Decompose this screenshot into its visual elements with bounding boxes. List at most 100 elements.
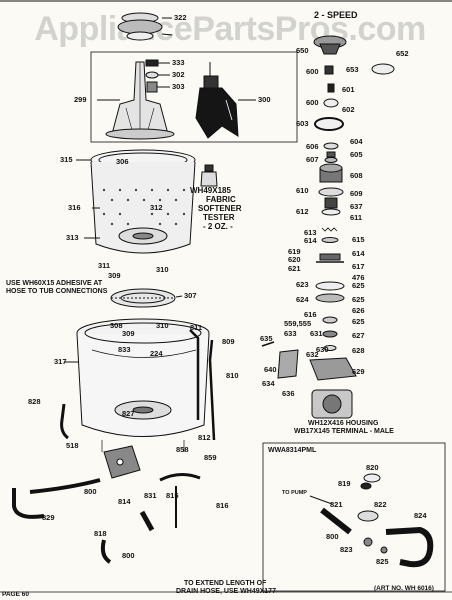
part-label: 824 — [414, 511, 427, 520]
page-number: PAGE 60 — [2, 591, 29, 598]
drain-note-1: TO EXTEND LENGTH OF — [184, 580, 267, 587]
tester-line-1: FABRIC — [206, 195, 236, 204]
part-label: 833 — [118, 345, 131, 354]
part-label: 608 — [350, 171, 363, 180]
housing-note-2: WB17X145 TERMINAL - MALE — [294, 428, 394, 435]
part-label: 612 — [296, 207, 309, 216]
drain-hose-drawing — [100, 473, 201, 564]
part-label: 309 — [122, 329, 135, 338]
part-label: 621 — [288, 264, 301, 273]
part-label: 858 — [176, 445, 189, 454]
part-label: 828 — [28, 397, 41, 406]
part-label: 299 — [74, 95, 87, 104]
part-label: 616 — [304, 310, 317, 319]
tester-line-3: TESTER — [203, 213, 235, 222]
part-label: 614 — [304, 236, 317, 245]
part-label: 632 — [306, 350, 319, 359]
agitator-small-parts — [145, 59, 170, 93]
part-label: 602 — [342, 105, 355, 114]
outer-tub-drawing — [64, 318, 210, 452]
part-label: 822 — [374, 500, 387, 509]
part-label: 812 — [198, 433, 211, 442]
part-label: 600 — [306, 98, 319, 107]
part-label: 308 — [110, 321, 123, 330]
part-label: 821 — [330, 500, 343, 509]
pump-assembly-drawing — [12, 445, 141, 519]
part-label: 615 — [352, 235, 365, 244]
part-label: 627 — [352, 331, 365, 340]
part-label: 303 — [172, 82, 185, 91]
part-label: 825 — [376, 557, 389, 566]
part-label: 605 — [350, 150, 363, 159]
agitator-drawing — [97, 61, 175, 140]
part-label: 625 — [352, 281, 365, 290]
part-label: 628 — [352, 346, 365, 355]
part-label: 859 — [204, 453, 217, 462]
part-label: 829 — [42, 513, 55, 522]
part-label: 614 — [352, 249, 365, 258]
kit-box — [262, 442, 446, 592]
tester-line-4: - 2 OZ. - — [203, 222, 233, 231]
part-label: 814 — [118, 497, 131, 506]
part-label: 617 — [352, 262, 365, 271]
part-label: 800 — [326, 532, 339, 541]
part-label: 306 — [116, 157, 129, 166]
part-label: 310 — [156, 265, 169, 274]
part-label: 800 — [122, 551, 135, 560]
part-label: 809 — [222, 337, 235, 346]
part-label: 317 — [54, 357, 67, 366]
part-label: 626 — [352, 306, 365, 315]
part-label: 224 — [150, 349, 163, 358]
watermark: AppliancePartsPros.com — [34, 10, 426, 48]
part-label: 800 — [84, 487, 97, 496]
part-label: 652 — [396, 49, 409, 58]
part-label: 316 — [68, 203, 81, 212]
part-label: 619 — [288, 247, 301, 256]
speed-heading: 2 - SPEED — [314, 10, 358, 20]
part-label: 650 — [296, 46, 309, 55]
part-label: 322 — [174, 13, 187, 22]
part-label: 310 — [156, 321, 169, 330]
hose-828-drawing — [60, 403, 69, 440]
part-label: 815 — [166, 491, 179, 500]
to-pump-label: TO PUMP — [282, 490, 307, 496]
adhesive-note-1: USE WH60X15 ADHESIVE AT — [6, 280, 103, 287]
part-label: 311 — [98, 261, 111, 270]
agitator-cap-drawing — [117, 12, 173, 41]
part-label: 600 — [306, 67, 319, 76]
part-label: 302 — [172, 70, 185, 79]
art-number: (ART NO. WH 6016) — [374, 585, 434, 592]
part-label: 827 — [122, 409, 135, 418]
tester-line-2: SOFTENER — [198, 204, 242, 213]
part-label: 629 — [352, 367, 365, 376]
dark-agitator-drawing — [195, 62, 256, 139]
part-label: 640 — [264, 365, 277, 374]
part-label: 606 — [306, 142, 319, 151]
part-label: 625 — [352, 295, 365, 304]
part-label: 476 — [352, 273, 365, 282]
transmission-parts-drawing — [261, 35, 395, 419]
part-label: 604 — [350, 137, 363, 146]
part-label: 816 — [216, 501, 229, 510]
part-label: 333 — [172, 58, 185, 67]
part-label: 624 — [296, 295, 309, 304]
part-label: 637 — [350, 202, 363, 211]
part-label: 603 — [296, 119, 309, 128]
part-label: 635 — [260, 334, 273, 343]
fabric-softener-tester-bottle — [200, 164, 218, 187]
part-label: 312 — [150, 203, 163, 212]
part-label: 653 — [346, 65, 359, 74]
part-label: 309 — [108, 271, 121, 280]
part-label: 315 — [60, 155, 73, 164]
part-label: 610 — [296, 186, 309, 195]
part-label: 819 — [338, 479, 351, 488]
part-label: 559,555 — [284, 319, 312, 328]
part-label: 631 — [310, 329, 323, 338]
part-label: 818 — [94, 529, 107, 538]
adhesive-note-2: HOSE TO TUB CONNECTIONS — [6, 288, 108, 295]
kit-label: WWA8314PML — [268, 447, 317, 454]
part-label: 625 — [352, 317, 365, 326]
drain-note-2: DRAIN HOSE, USE WH49X177 — [176, 588, 276, 595]
